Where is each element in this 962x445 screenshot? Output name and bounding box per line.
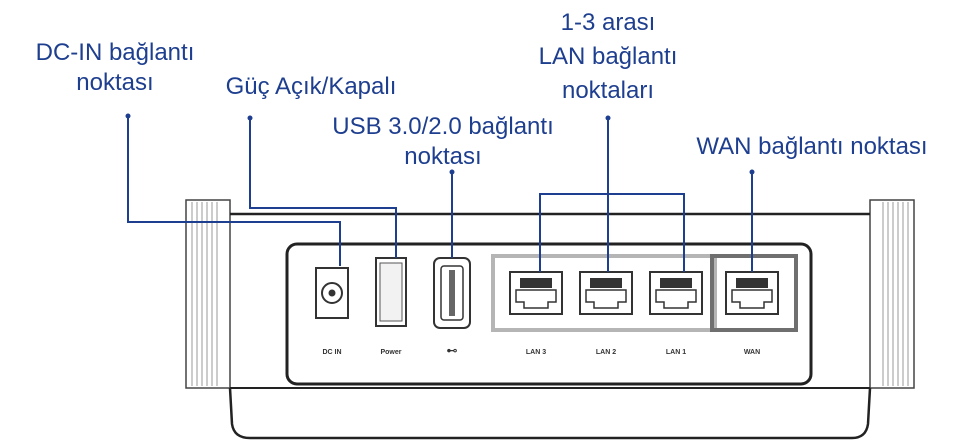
right-leg	[869, 199, 915, 389]
lan3-port	[509, 271, 563, 315]
usb-callout-line1: USB 3.0/2.0 bağlantı	[332, 113, 554, 140]
power-callout-line1: Güç Açık/Kapalı	[225, 73, 397, 100]
lan-callout-line2: LAN bağlantı	[538, 43, 678, 70]
wan-leader-dot	[749, 169, 755, 175]
lan1-port	[649, 271, 703, 315]
lan-callout-line1: 1-3 arası	[560, 9, 656, 36]
power-leader-line	[249, 118, 397, 258]
lan-leader-dot	[605, 115, 611, 121]
lan2-port	[579, 271, 633, 315]
usb-port-label: ⊷	[447, 345, 458, 357]
router-body-outline	[228, 212, 872, 440]
wan-port-label: WAN	[744, 349, 760, 356]
lan1-port-label: LAN 1	[666, 349, 686, 356]
dc-in-callout-line1: DC-IN bağlantı	[35, 39, 195, 66]
lan-callout: 1-3 arası LAN bağlantı noktaları	[508, 6, 708, 108]
usb-port	[433, 257, 471, 329]
dc-in-leader-dot	[125, 113, 131, 119]
power-callout: Güç Açık/Kapalı	[196, 72, 426, 102]
lan3-port-label: LAN 3	[526, 349, 546, 356]
lan2-port-label: LAN 2	[596, 349, 616, 356]
usb-leader-dot	[449, 169, 455, 175]
left-leg	[185, 199, 231, 389]
dc-in-leader-line	[127, 116, 341, 266]
usb-callout-line2: noktası	[404, 143, 482, 170]
dc-in-port-label: DC IN	[322, 349, 341, 356]
power-switch	[375, 257, 407, 327]
lan-callout-line3: noktaları	[561, 77, 655, 104]
dc-in-callout-line2: noktası	[76, 69, 154, 96]
lan-bracket	[539, 193, 685, 272]
dc-in-callout: DC-IN bağlantı noktası	[2, 38, 228, 98]
dc-in-port	[315, 267, 349, 319]
lan-group-frame	[491, 254, 717, 332]
wan-callout-line1: WAN bağlantı noktası	[696, 133, 928, 160]
usb-callout: USB 3.0/2.0 bağlantı noktası	[290, 112, 596, 172]
power-leader-dot	[247, 115, 253, 121]
wan-group-frame	[710, 254, 798, 332]
power-port-label: Power	[380, 349, 401, 356]
wan-callout: WAN bağlantı noktası	[666, 132, 958, 162]
wan-port	[725, 271, 779, 315]
